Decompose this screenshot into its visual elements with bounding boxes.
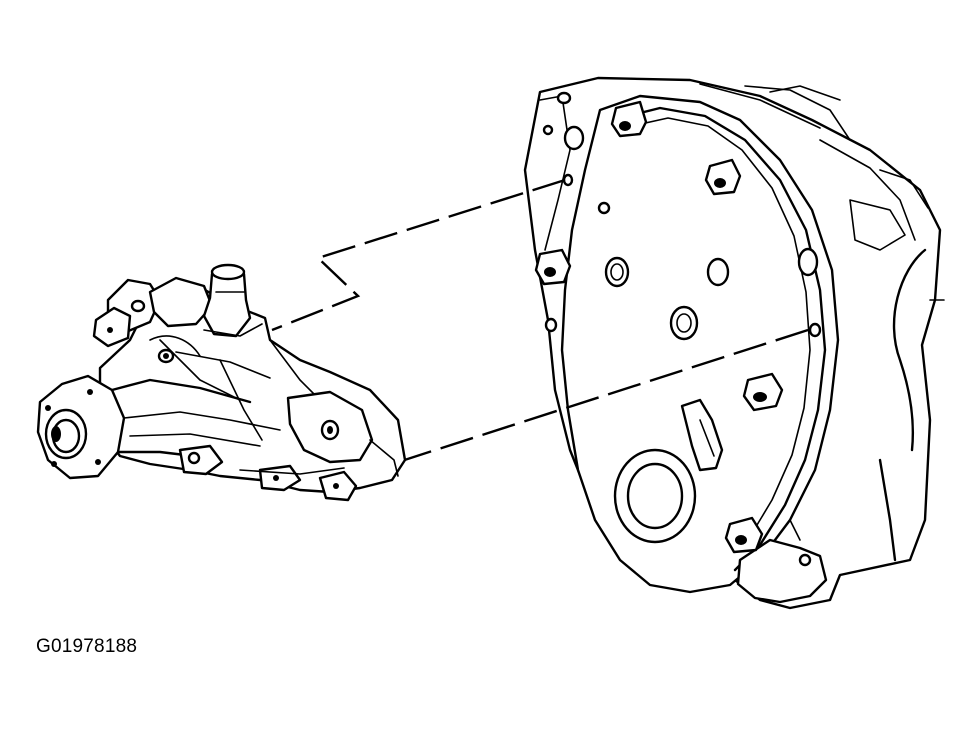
- alignment-leader-lines: [271, 178, 809, 466]
- figure-id-label: G01978188: [36, 636, 138, 657]
- bolt-4: [742, 372, 784, 412]
- bolt-1: [610, 100, 648, 138]
- front-cover-plate: [560, 94, 840, 604]
- bolt-2: [704, 158, 742, 196]
- water-pump: [36, 263, 407, 502]
- bolt-3: [534, 248, 572, 286]
- bolt-5: [724, 516, 764, 554]
- mounting-bolts: [534, 100, 784, 554]
